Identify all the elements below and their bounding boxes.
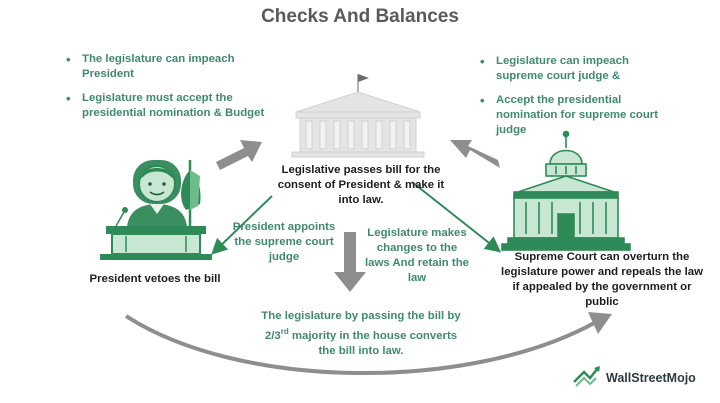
- majority-text-end: majority in the house converts the bill …: [288, 329, 458, 357]
- arrow-to-center-right: [450, 140, 500, 168]
- brand-logo: WallStreetMojo: [574, 368, 696, 388]
- majority-text-start: The legislature by passing the bill by 2…: [261, 310, 461, 342]
- list-item: The legislature can impeach President: [60, 52, 270, 82]
- legislature-court-checks: Legislature can impeach supreme court ju…: [474, 54, 670, 147]
- supreme-court-text: Supreme Court can overturn the legislatu…: [501, 251, 703, 308]
- bottom-curve-arrowhead: [588, 312, 612, 334]
- legislature-changes-text: Legislature makes changes to the laws An…: [364, 227, 469, 284]
- white-house-icon: [291, 74, 425, 158]
- majority-text-superscript: rd: [280, 327, 289, 336]
- arrow-down-center: [334, 232, 366, 292]
- green-arrow-to-president: [211, 195, 273, 255]
- center-legislative-text: Legislative passes bill for the consent …: [277, 164, 445, 206]
- majority-text: The legislature by passing the bill by 2…: [256, 309, 466, 359]
- page-title: Checks And Balances: [261, 6, 459, 27]
- green-arrow-to-supreme-court: [411, 181, 502, 253]
- wallstreetmojo-logo-icon: [573, 366, 600, 387]
- list-item: Legislature can impeach supreme court ju…: [474, 54, 670, 84]
- legislature-president-checks: The legislature can impeach President Le…: [60, 52, 270, 130]
- supreme-court-icon: [501, 130, 631, 251]
- list-item: Legislature must accept the presidential…: [60, 91, 270, 121]
- brand-name: WallStreetMojo: [606, 371, 696, 385]
- arrow-to-center-left: [216, 140, 262, 170]
- brand-logo-spacer: [574, 368, 602, 388]
- bottom-curve-arrow: [124, 314, 597, 376]
- president-appoints-text: President appoints the supreme court jud…: [232, 221, 336, 263]
- president-vetoes-text: President vetoes the bill: [89, 273, 221, 285]
- list-item: Accept the presidential nomination for s…: [474, 93, 670, 138]
- president-icon: [100, 160, 212, 260]
